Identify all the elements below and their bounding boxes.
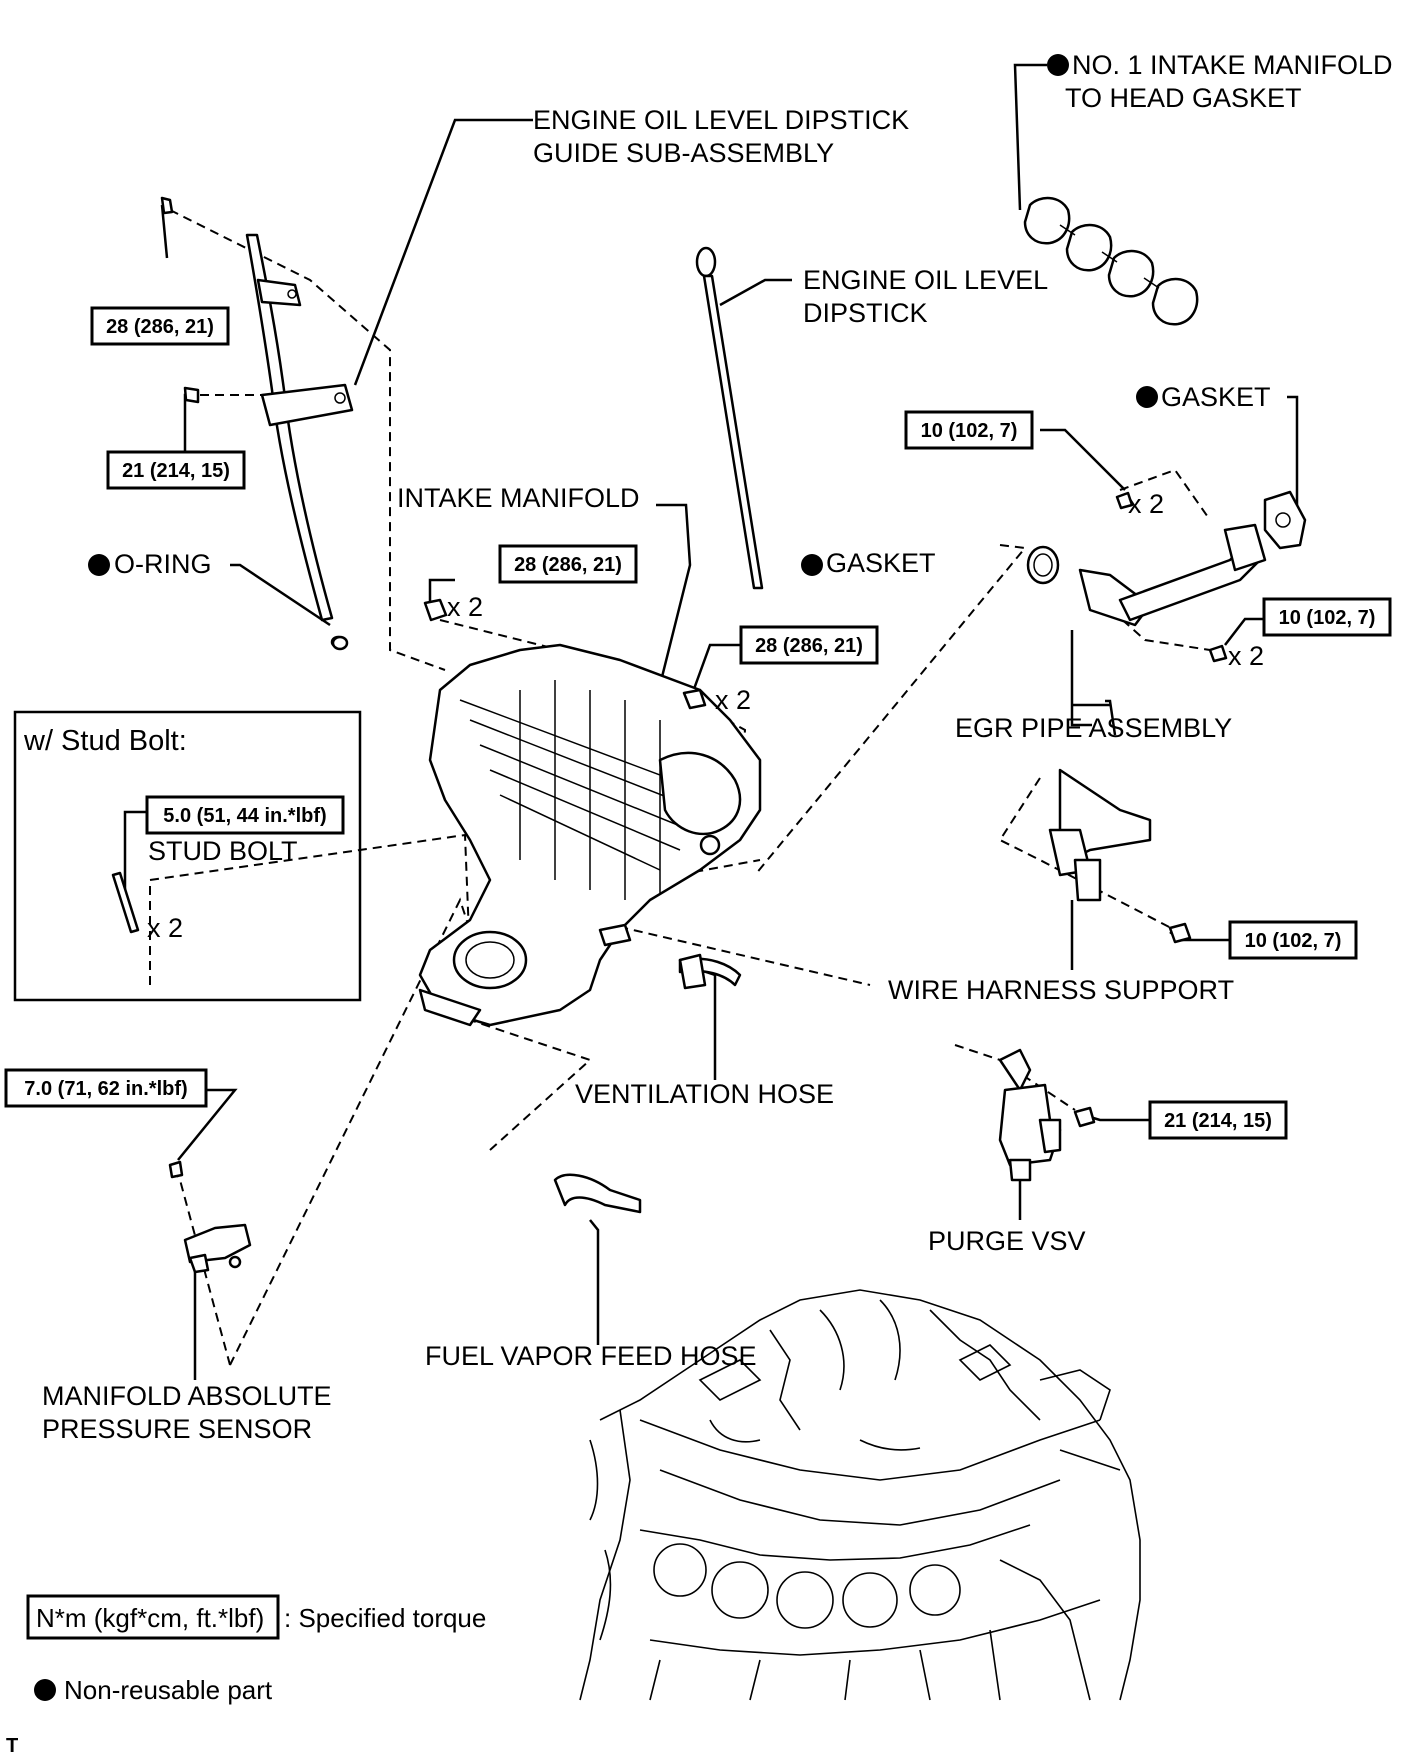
torque-value: 28 (286, 21) [755, 635, 863, 657]
torque-guide-lower: 21 (214, 15) [106, 450, 246, 490]
engine-block-illustration [579, 1289, 1141, 1701]
torque-value: 7.0 (71, 62 in.*lbf) [24, 1078, 187, 1100]
label-egr-pipe: EGR PIPE ASSEMBLY [955, 713, 1232, 743]
label-map-sensor-2: PRESSURE SENSOR [42, 1414, 312, 1444]
manifold-fasteners [423, 598, 707, 710]
qty-manifold-nuts: x 2 [447, 592, 483, 622]
label-gasket-right: GASKET [1161, 382, 1271, 412]
legend-torque-unit: N*m (kgf*cm, ft.*lbf) [36, 1603, 264, 1633]
label-wire-harness-support: WIRE HARNESS SUPPORT [888, 975, 1234, 1005]
torque-value: 5.0 (51, 44 in.*lbf) [163, 805, 326, 827]
egr-gasket-center [1026, 545, 1060, 585]
torque-purge-vsv: 21 (214, 15) [1148, 1100, 1288, 1140]
qty-manifold-bolts: x 2 [715, 685, 751, 715]
label-fuel-vapor-feed-hose: FUEL VAPOR FEED HOSE [425, 1341, 757, 1371]
o-ring [331, 635, 349, 651]
legend-torque-text: : Specified torque [284, 1603, 486, 1633]
torque-stud-bolt: 5.0 (51, 44 in.*lbf) [145, 795, 345, 835]
legend-non-reusable: Non-reusable part [64, 1675, 273, 1705]
dipstick [695, 246, 764, 590]
torque-map-sensor: 7.0 (71, 62 in.*lbf) [4, 1068, 208, 1108]
wire-harness-support [1048, 768, 1192, 944]
label-dipstick-2: DIPSTICK [803, 298, 928, 328]
legend-non-reusable-text: Non-reusable part [64, 1675, 273, 1705]
purge-vsv [998, 1048, 1096, 1182]
fuel-vapor-feed-hose [553, 1173, 642, 1214]
label-intake-gasket-2: TO HEAD GASKET [1065, 83, 1302, 113]
stud-bolt [111, 871, 140, 934]
qty-egr-lower: x 2 [1228, 641, 1264, 671]
label-map-sensor-1: MANIFOLD ABSOLUTE [42, 1381, 332, 1411]
legend-torque: N*m (kgf*cm, ft.*lbf) : Specified torque [26, 1594, 486, 1640]
label-stud-bolt: STUD BOLT [148, 836, 298, 866]
torque-value: 10 (102, 7) [1279, 607, 1376, 629]
torque-value: 28 (286, 21) [106, 316, 214, 338]
intake-manifold [418, 643, 762, 1027]
ventilation-hose [678, 953, 742, 990]
non-reusable-markers [34, 54, 1158, 1701]
torque-manifold-left: 28 (286, 21) [498, 544, 638, 584]
label-purge-vsv: PURGE VSV [928, 1226, 1086, 1256]
egr-pipe-assembly [1078, 490, 1307, 663]
label-intake-gasket-1: NO. 1 INTAKE MANIFOLD [1072, 50, 1393, 80]
corner-mark: T [6, 1735, 18, 1757]
torque-egr-upper: 10 (102, 7) [904, 410, 1034, 450]
label-stud-bolt-title: w/ Stud Bolt: [23, 725, 187, 757]
label-dipstick-guide-1: ENGINE OIL LEVEL DIPSTICK [533, 105, 909, 135]
torque-wire-harness: 10 (102, 7) [1228, 920, 1358, 960]
label-dipstick-1: ENGINE OIL LEVEL [803, 265, 1048, 295]
torque-manifold-right: 28 (286, 21) [739, 625, 879, 665]
stud-bolt-frame [13, 710, 362, 1002]
alignment-lines [149, 209, 1211, 1366]
qty-egr-upper: x 2 [1128, 489, 1164, 519]
torque-guide-upper: 28 (286, 21) [90, 306, 230, 346]
map-sensor [168, 1160, 252, 1274]
qty-stud-bolts: x 2 [147, 913, 183, 943]
label-intake-manifold: INTAKE MANIFOLD [397, 483, 640, 513]
torque-value: 10 (102, 7) [921, 420, 1018, 442]
label-ventilation-hose: VENTILATION HOSE [575, 1079, 834, 1109]
label-gasket-center: GASKET [826, 548, 936, 578]
label-o-ring: O-RING [114, 549, 212, 579]
label-dipstick-guide-2: GUIDE SUB-ASSEMBLY [533, 138, 834, 168]
torque-value: 10 (102, 7) [1245, 930, 1342, 952]
torque-value: 21 (214, 15) [122, 460, 230, 482]
torque-egr-lower: 10 (102, 7) [1262, 597, 1392, 637]
torque-value: 28 (286, 21) [514, 554, 622, 576]
intake-manifold-gasket [1023, 196, 1199, 326]
torque-value: 21 (214, 15) [1164, 1110, 1272, 1132]
dipstick-guide [160, 196, 354, 649]
